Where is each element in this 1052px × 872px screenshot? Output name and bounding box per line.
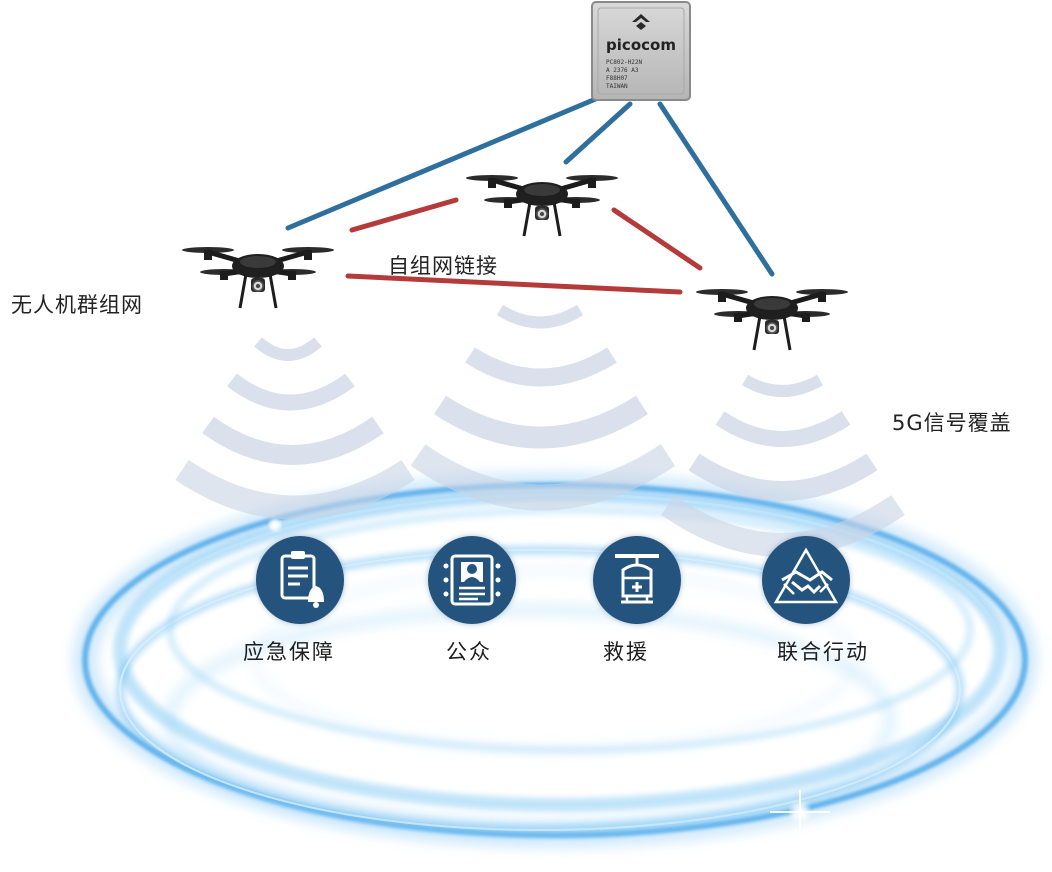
mesh-left-right <box>345 273 683 295</box>
uplink-left <box>285 95 601 231</box>
wave-group-left <box>175 337 415 520</box>
rescue-helicopter-icon <box>593 536 681 624</box>
uplink-right <box>657 101 775 277</box>
chip-line-2: A 2376 A3 <box>606 67 639 74</box>
mesh-lines <box>345 197 703 295</box>
drone-left <box>182 247 334 308</box>
chip-line-3: F88H07 <box>606 75 628 82</box>
chip-logo-icon <box>632 14 650 30</box>
uplink-lines <box>285 95 775 277</box>
drone-right <box>696 289 848 350</box>
handshake-icon <box>762 536 850 624</box>
mesh-left-center <box>349 197 459 233</box>
user-profile-icon <box>428 536 516 624</box>
wave-group-center <box>410 304 676 511</box>
chip-brand: picocom <box>606 36 676 54</box>
chip-line-1: PC802-H22N <box>606 59 643 66</box>
chip-line-4: TAIWAN <box>606 83 628 90</box>
service-label-rescue: 救援 <box>603 640 649 664</box>
service-label-joint-operation: 联合行动 <box>777 640 869 664</box>
swarm-label: 无人机群组网 <box>11 293 143 317</box>
signal-waves <box>175 304 905 557</box>
service-label-emergency: 应急保障 <box>243 640 335 664</box>
uplink-center <box>563 101 633 165</box>
coverage-ring <box>72 472 1038 848</box>
mesh-center-right <box>611 207 703 271</box>
service-label-public: 公众 <box>446 640 492 664</box>
clipboard-bell-icon <box>256 536 344 624</box>
coverage-label: 5G信号覆盖 <box>892 411 1012 435</box>
mesh-link-label: 自组网链接 <box>388 254 498 278</box>
drone-center <box>466 175 618 236</box>
picocom-chip: picocom PC802-H22N A 2376 A3 F88H07 TAIW… <box>591 1 691 101</box>
